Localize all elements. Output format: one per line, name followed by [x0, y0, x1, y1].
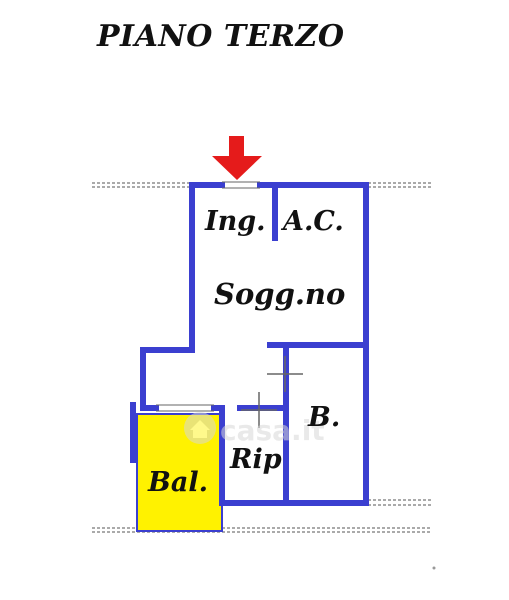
balcony-door: [156, 404, 214, 412]
balcony-area: [136, 413, 223, 532]
watermark-text: casa.it: [220, 414, 325, 447]
room-label-soggiorno: Sogg.no: [214, 277, 345, 311]
room-label-angolo-cottura: A.C.: [280, 206, 344, 237]
walls: [130, 182, 369, 506]
room-label-balcone: Bal.: [147, 467, 208, 498]
watermark-logo-icon: [184, 412, 216, 444]
corner-mark: [432, 566, 436, 570]
room-label-ingresso: Ing.: [204, 206, 266, 237]
vent-cross-bathroom: [267, 356, 303, 392]
room-label-bagno: B.: [307, 402, 340, 433]
entry-arrow-icon: [212, 136, 262, 180]
vent-cross-storage: [241, 392, 277, 428]
entry-door: [222, 181, 260, 189]
plan-title: PIANO TERZO: [97, 19, 345, 54]
room-label-ripostiglio: Rip: [229, 444, 282, 475]
